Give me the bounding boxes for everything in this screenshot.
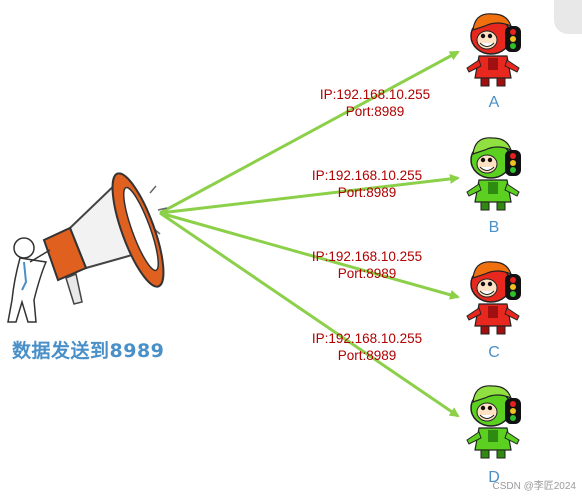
port-text-B: Port:8989: [337, 185, 397, 200]
node-label-A: A: [488, 94, 500, 111]
ip-label-B: IP:192.168.10.255 Port:8989: [292, 167, 442, 201]
megaphone-icon: [7, 172, 168, 323]
node-label-B: B: [488, 219, 500, 236]
robot-mascot-icon-C: [466, 261, 521, 335]
caption: 数据发送到8989: [12, 340, 165, 362]
arrow-to-D: [159, 211, 460, 418]
corner-tab: [554, 0, 582, 34]
robot-mascot-icon-D: [466, 385, 521, 459]
arrow-to-B: [159, 173, 460, 215]
robot-mascot-icon-B: [466, 137, 521, 211]
port-text-A: Port:8989: [345, 104, 405, 119]
robot-mascot-icon-A: [466, 13, 521, 87]
port-text-D: Port:8989: [337, 348, 397, 363]
arrow-to-A: [159, 50, 460, 215]
watermark: CSDN @李匠2024: [492, 481, 576, 492]
ip-label-A: IP:192.168.10.255 Port:8989: [300, 86, 450, 120]
node-label-D: D: [488, 469, 500, 486]
ip-text-C: IP:192.168.10.255: [311, 249, 423, 264]
port-text-C: Port:8989: [337, 266, 397, 281]
ip-text-B: IP:192.168.10.255: [311, 168, 423, 183]
ip-label-D: IP:192.168.10.255 Port:8989: [292, 330, 442, 364]
arrow-to-C: [159, 211, 460, 300]
node-label-C: C: [488, 344, 500, 361]
ip-label-C: IP:192.168.10.255 Port:8989: [292, 248, 442, 282]
ip-text-A: IP:192.168.10.255: [319, 87, 431, 102]
ip-text-D: IP:192.168.10.255: [311, 331, 423, 346]
